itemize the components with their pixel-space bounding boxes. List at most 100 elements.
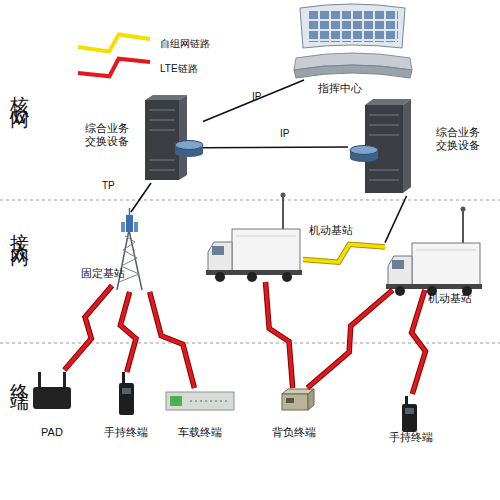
video-screens <box>308 10 398 42</box>
mobile-base-station: 机动基站 <box>385 204 475 290</box>
pad-terminal: PAD <box>30 370 75 412</box>
ip-link <box>203 146 348 148</box>
command-center: 指挥中心 <box>292 2 412 80</box>
link-label: TP <box>102 180 115 192</box>
backpack-body <box>282 394 308 410</box>
router-top <box>350 146 378 155</box>
link-outline <box>120 292 136 372</box>
legend-swatch <box>78 59 150 77</box>
backpack-panel <box>286 398 294 403</box>
fixed-base-station: 固定基站 <box>112 212 150 292</box>
vehicle-terminal-icon <box>166 392 234 410</box>
handheld-icon <box>402 396 417 432</box>
node-label: 综合业务 交换设备 <box>82 122 132 148</box>
legend-label: 自组网链路 <box>160 38 210 50</box>
node-label: 固定基站 <box>78 267 128 280</box>
node-label: 机动基站 <box>425 292 475 305</box>
switch-cabinet-icon <box>145 95 203 180</box>
backpack-terminal-icon <box>282 389 314 410</box>
mobile-base-station: 机动基站 <box>205 192 303 282</box>
link-outline <box>266 282 293 388</box>
zone-label: 接入网 <box>9 218 31 242</box>
link-label: IP <box>252 91 261 103</box>
handheld-antenna <box>122 372 125 384</box>
node-label: PAD <box>22 426 82 439</box>
zone-divider <box>0 200 500 201</box>
pad-icon <box>33 372 71 409</box>
lte-link <box>307 290 392 388</box>
tower-mast <box>129 208 131 215</box>
cabinet-top <box>365 99 411 105</box>
node-label: 背负终端 <box>264 426 324 439</box>
link-label: IP <box>280 128 289 140</box>
switch-cabinet-icon <box>350 99 411 193</box>
handheld-screen <box>122 388 131 394</box>
handheld-icon <box>119 372 134 415</box>
link-group <box>266 282 293 388</box>
cabinet-side <box>179 95 187 180</box>
backpack-terminal: 背负终端 <box>278 388 314 414</box>
link-group <box>203 80 304 121</box>
command-center-icon <box>294 4 412 78</box>
backpack-side <box>308 389 314 410</box>
tower-antenna <box>134 222 138 232</box>
handheld-terminal: 手持终端 <box>398 394 422 432</box>
node-label: 机动基站 <box>309 224 359 237</box>
link-outline <box>64 286 112 370</box>
zone-label: 核心网 <box>9 80 31 104</box>
switching-equipment: 综合业务 交换设备 <box>348 98 413 196</box>
node-label: 综合业务 交换设备 <box>433 126 483 152</box>
router-base <box>350 154 378 162</box>
vehicle-terminal-ports <box>190 400 228 402</box>
legend-swatch <box>78 34 150 51</box>
lte-link <box>412 290 426 394</box>
cabinet-side <box>403 99 411 193</box>
zone-divider <box>0 343 500 344</box>
tower-antenna <box>121 222 125 232</box>
handheld-terminal: 手持终端 <box>115 372 137 416</box>
handheld-screen <box>405 408 414 414</box>
link-group <box>307 290 392 388</box>
link-group <box>385 196 407 243</box>
lte-link <box>150 292 195 388</box>
link-group <box>64 286 112 370</box>
vehicle-terminal-panel <box>170 396 182 406</box>
tower-legs <box>117 230 142 290</box>
vehicle-terminal: 车载终端 <box>163 388 237 412</box>
adhoc-link <box>303 244 385 262</box>
link-outline <box>150 292 195 388</box>
link-group <box>120 292 136 372</box>
link-outline <box>303 244 385 262</box>
tower-antenna <box>126 215 133 232</box>
ip-link <box>131 183 151 212</box>
router-top <box>175 141 203 150</box>
ip-link <box>385 196 407 243</box>
vehicle-terminal-body <box>166 392 234 410</box>
link-group <box>131 183 151 212</box>
handheld-body <box>119 383 134 415</box>
legend-label: LTE链路 <box>160 63 198 75</box>
zone-label: 终端 <box>9 368 31 384</box>
truck-icon <box>386 207 482 297</box>
video-wall <box>300 4 405 48</box>
lte-link <box>120 292 136 372</box>
node-label: 指挥中心 <box>300 82 380 95</box>
node-label: 手持终端 <box>96 426 156 439</box>
link-outline <box>412 290 426 394</box>
lte-link <box>266 282 293 388</box>
link-group <box>203 147 348 149</box>
pad-body <box>33 387 71 409</box>
link-group <box>412 290 426 394</box>
node-label: 手持终端 <box>381 431 441 444</box>
handheld-body <box>402 404 417 432</box>
node-label: 车载终端 <box>170 426 230 439</box>
link-group <box>303 244 385 262</box>
cabinet-slots <box>149 110 175 170</box>
link-outline <box>307 290 392 388</box>
pad-antenna <box>63 372 66 388</box>
